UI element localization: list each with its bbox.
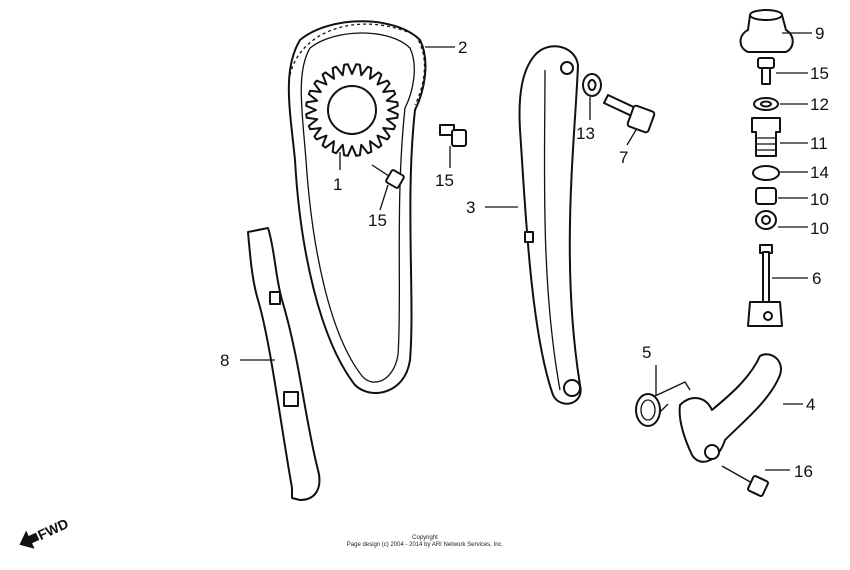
bolt-7[interactable] — [603, 94, 656, 134]
fwd-direction-indicator: FWD — [19, 515, 71, 549]
collar-10-upper[interactable] — [755, 187, 777, 205]
fwd-arrow-icon — [19, 530, 40, 549]
callout-1: 1 — [333, 175, 342, 194]
tensioner-cap-9[interactable] — [739, 9, 794, 53]
copyright-notice: Page design (c) 2004 - 2014 by ARI Netwo… — [346, 542, 504, 548]
callout-10-lower: 10 — [810, 219, 829, 238]
callout-7: 7 — [619, 148, 628, 167]
bolt-15-center[interactable] — [371, 164, 405, 189]
callout-8: 8 — [220, 351, 229, 370]
callout-13: 13 — [576, 124, 595, 143]
collar-10-lower[interactable] — [755, 210, 777, 230]
callout-15-right: 15 — [435, 171, 454, 190]
o-ring-14[interactable] — [752, 165, 780, 181]
bolt-16[interactable] — [721, 465, 769, 497]
callout-14: 14 — [810, 163, 829, 182]
tensioner-arm-4[interactable] — [678, 353, 782, 463]
callout-16: 16 — [794, 462, 813, 481]
bolt-15-right[interactable] — [439, 124, 467, 147]
cam-sprocket[interactable] — [305, 63, 399, 157]
washer-13[interactable] — [582, 73, 602, 97]
callout-12: 12 — [810, 95, 829, 114]
copyright-title: Copyright — [412, 535, 438, 541]
cam-chain-tensioner-slipper[interactable] — [247, 227, 321, 501]
callout-9: 9 — [815, 24, 824, 43]
bolt-15-stack[interactable] — [757, 57, 775, 85]
callout-6: 6 — [812, 269, 821, 288]
adjuster-bolt-11[interactable] — [751, 117, 781, 157]
callout-labels: 1 2 3 4 5 6 7 8 9 10 10 11 12 13 14 15 1… — [220, 24, 829, 481]
leader-lines — [240, 32, 812, 471]
cam-chain-guide[interactable] — [518, 45, 582, 405]
tensioner-spring-5[interactable] — [635, 381, 691, 427]
washer-12[interactable] — [753, 97, 779, 111]
callout-5: 5 — [642, 343, 651, 362]
callout-4: 4 — [806, 395, 815, 414]
callout-11: 11 — [810, 134, 828, 153]
tensioner-push-rod-6[interactable] — [747, 244, 783, 327]
callout-3: 3 — [466, 198, 475, 217]
callout-2: 2 — [458, 38, 467, 57]
callout-10-upper: 10 — [810, 190, 829, 209]
callout-15-stack: 15 — [810, 64, 829, 83]
callout-15-center: 15 — [368, 211, 387, 230]
